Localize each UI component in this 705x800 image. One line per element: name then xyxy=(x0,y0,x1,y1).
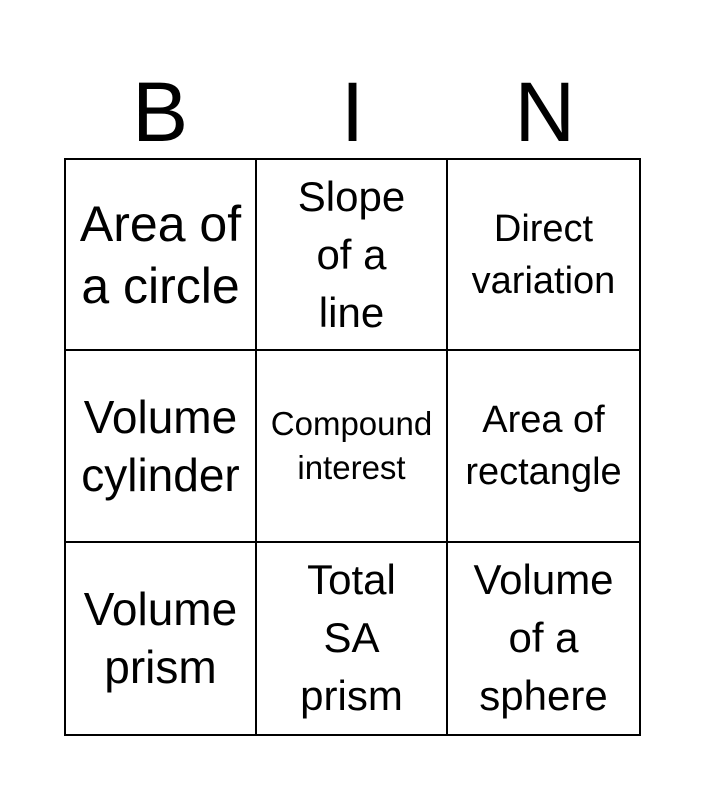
bingo-header: B I N xyxy=(64,66,641,158)
bingo-cell-r2c1[interactable]: Volume cylinder xyxy=(66,351,257,543)
bingo-cell-r2c2[interactable]: Compound interest xyxy=(257,351,448,543)
bingo-cell-r1c3[interactable]: Direct variation xyxy=(448,160,639,352)
cell-label: Direct variation xyxy=(471,207,616,302)
header-letter-i: I xyxy=(340,65,365,159)
bingo-cell-r3c2[interactable]: Total SA prism xyxy=(257,542,448,734)
bingo-cell-r2c3[interactable]: Area of rectangle xyxy=(448,351,639,543)
cell-label: Area of a circle xyxy=(79,195,242,314)
header-letter-n: N xyxy=(514,65,576,159)
cell-label: Volume of a sphere xyxy=(473,556,614,720)
bingo-cell-r3c3[interactable]: Volume of a sphere xyxy=(448,543,639,734)
header-letter-b: B xyxy=(132,65,189,159)
cell-label: Slope of a line xyxy=(297,172,406,336)
bingo-cell-r3c1[interactable]: Volume prism xyxy=(66,542,257,734)
cell-label: Compound interest xyxy=(270,404,433,486)
bingo-cell-r1c2[interactable]: Slope of a line xyxy=(257,160,448,352)
bingo-board: Area of a circle Slope of a line Direct … xyxy=(64,158,641,736)
cell-label: Area of rectangle xyxy=(465,398,622,493)
bingo-cell-r1c1[interactable]: Area of a circle xyxy=(66,160,257,352)
cell-label: Total SA prism xyxy=(300,556,403,720)
cell-label: Volume cylinder xyxy=(81,390,240,501)
cell-label: Volume prism xyxy=(83,583,238,694)
